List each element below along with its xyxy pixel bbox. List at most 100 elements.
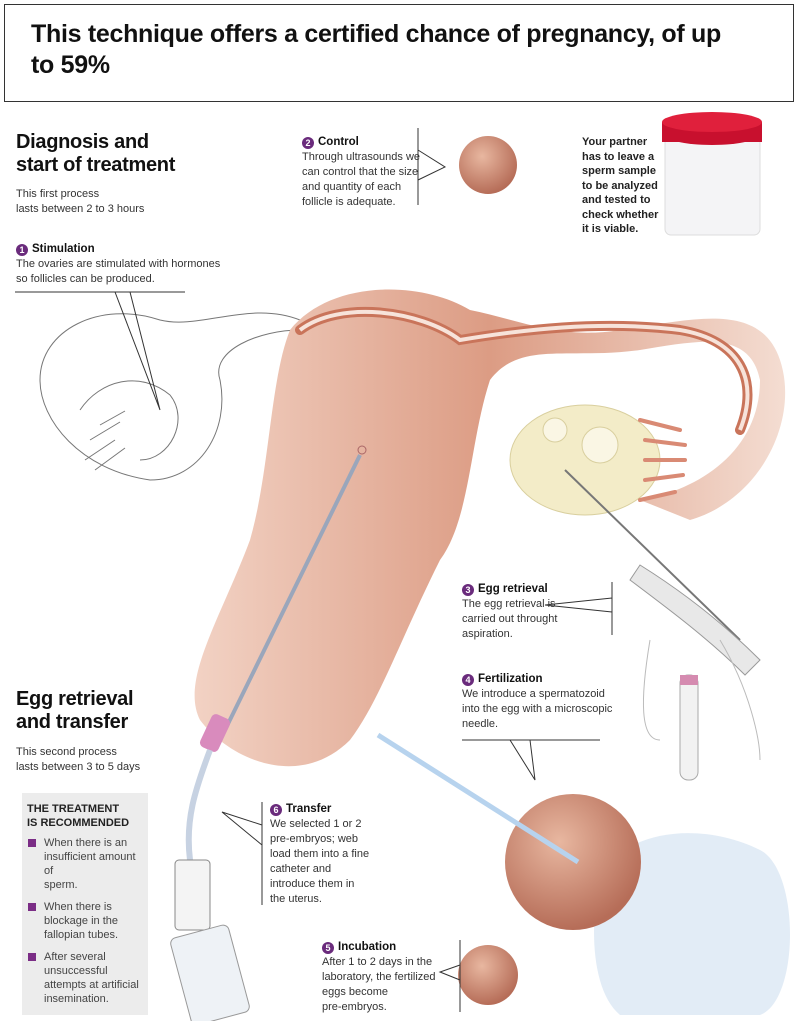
step-number-badge: 6 (270, 803, 282, 816)
duration-line: This first process (16, 188, 100, 200)
text-line: We introduce a spermatozoid (462, 688, 605, 700)
text-line: can control that the size (302, 166, 419, 178)
text-line: the uterus. (270, 893, 322, 905)
text-line: follicle is adequate. (302, 196, 396, 208)
text-line: laboratory, the fertilized (322, 971, 436, 983)
step-title: Transfer (286, 803, 332, 815)
step-number-badge: 4 (462, 673, 474, 686)
step-text: We selected 1 or 2 pre-embryos; web load t… (270, 817, 369, 907)
bullet-square-icon (28, 839, 36, 847)
text-line: After 1 to 2 days in the (322, 956, 433, 968)
duration-line: lasts between 2 to 3 hours (16, 203, 145, 215)
step-number-badge: 1 (16, 243, 28, 256)
text-line: needle. (462, 718, 499, 730)
title-line: THE TREATMENT (27, 803, 120, 815)
text-line: attempts at artificial (44, 979, 139, 991)
follicle-image (459, 136, 517, 194)
text-line: so follicles can be produced. (16, 273, 155, 285)
step-title: Fertilization (478, 673, 543, 685)
duration-line: lasts between 3 to 5 days (16, 761, 141, 773)
heading-line: Egg retrieval (16, 688, 134, 710)
heading-line: and transfer (16, 711, 128, 733)
step-title: Incubation (338, 941, 397, 953)
duration-line: This second process (16, 746, 117, 758)
text-line: Through ultrasounds we (302, 151, 421, 163)
bullet-square-icon (28, 903, 36, 911)
text-line: sperm. (44, 879, 78, 891)
text-line: The ovaries are stimulated with hormones (16, 258, 221, 270)
recommendation-item: After several unsuccessful attempts at art… (28, 950, 144, 1006)
text-line: Your partner (582, 136, 648, 148)
step-text: The egg retrieval is carried out throught… (462, 597, 557, 642)
step-text: We introduce a spermatozoid into the egg … (462, 687, 612, 732)
bullet-square-icon (28, 953, 36, 961)
text-line: and quantity of each (302, 181, 402, 193)
text-line: carried out throught (462, 613, 558, 625)
text-line: eggs become (322, 986, 389, 998)
step-incubation: 5 Incubation After 1 to 2 days in the labo… (322, 940, 436, 1015)
pipette-holder (594, 833, 790, 1015)
text-line: When there is an (44, 837, 128, 849)
catheter (223, 454, 362, 731)
text-line: blockage in the (44, 915, 118, 927)
text-line: When there is (44, 901, 112, 913)
text-line: insufficient amount of (44, 851, 136, 877)
heading-line: Diagnosis and (16, 131, 149, 153)
text-line: The egg retrieval is (462, 598, 556, 610)
step-stimulation: 1 Stimulation The ovaries are stimulated … (16, 242, 220, 287)
callout-lines (15, 128, 613, 1012)
title-box: This technique offers a certified chance… (4, 4, 794, 102)
text-line: insemination. (44, 993, 109, 1005)
recommendation-item: When there is an insufficient amount of sp… (28, 836, 144, 892)
text-line: pre-embryos. (322, 1001, 387, 1013)
step-number-badge: 2 (302, 136, 314, 149)
step-fertilization: 4 Fertilization We introduce a spermatozo… (462, 672, 612, 732)
text-line: check whether (582, 208, 659, 221)
text-line: sperm sample (582, 165, 656, 177)
page-title: This technique offers a certified chance… (31, 20, 721, 79)
step-title: Egg retrieval (478, 583, 548, 595)
step-control: 2 Control Through ultrasounds we can contr… (302, 135, 420, 210)
step-title: Stimulation (32, 243, 95, 255)
step-number-badge: 3 (462, 583, 474, 596)
microscopic-needle (376, 732, 580, 865)
fimbriae (638, 418, 687, 502)
step-transfer: 6 Transfer We selected 1 or 2 pre-embryos;… (270, 802, 369, 907)
egg-cell (505, 794, 641, 930)
text-line: aspiration. (462, 628, 513, 640)
step-egg-retrieval: 3 Egg retrieval The egg retrieval is carri… (462, 582, 557, 642)
uterus (194, 289, 786, 767)
heading-line: start of treatment (16, 154, 176, 176)
section-duration: This second process lasts between 3 to 5 … (16, 745, 140, 775)
catheter-connector (174, 859, 211, 931)
text-line: unsuccessful (44, 965, 108, 977)
step-title: Control (318, 136, 359, 148)
text-line: load them into a fine (270, 848, 370, 860)
aspiration-needle (564, 469, 741, 641)
text-line: pre-embryos; web (270, 833, 359, 845)
text-line: We selected 1 or 2 (270, 818, 362, 830)
step-number-badge: 5 (322, 941, 334, 954)
syringe (170, 924, 250, 1021)
text-line: into the egg with a microscopic (462, 703, 613, 715)
text-line: and tested to (582, 194, 651, 206)
step-text: Through ultrasounds we can control that t… (302, 150, 420, 210)
text-line: catheter and (270, 863, 332, 875)
text-line: to be analyzed (582, 179, 658, 192)
left-ovary-outline (39, 312, 301, 481)
text-line: introduce them in (270, 878, 355, 890)
right-ovary (509, 404, 661, 516)
section-duration: This first process lasts between 2 to 3 h… (16, 187, 175, 217)
step-text: After 1 to 2 days in the laboratory, the … (322, 955, 436, 1015)
text-line: After several (44, 951, 106, 963)
pre-embryo (458, 945, 518, 1005)
